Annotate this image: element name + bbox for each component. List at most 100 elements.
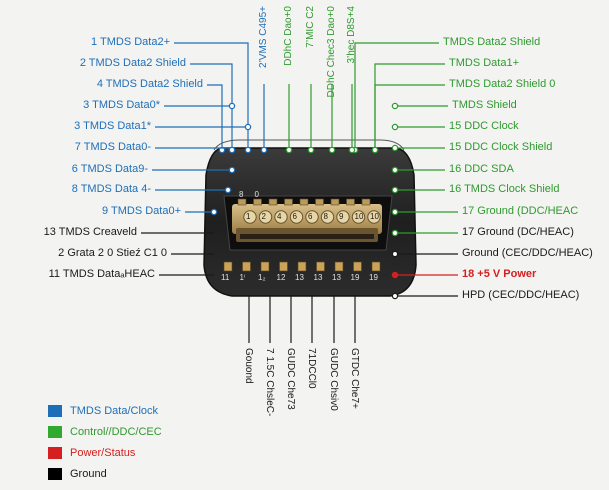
legend-label: TMDS Data/Clock [70, 405, 159, 417]
top-pin [237, 198, 247, 206]
top-pin [299, 198, 309, 206]
right-lead-dot [391, 166, 399, 174]
legend-item: TMDS Data/Clock [48, 405, 158, 417]
legend-item: Power/Status [48, 447, 135, 459]
top-pin [330, 198, 340, 206]
front-pin [305, 210, 319, 224]
top-pin-label: 7’MIC C2 [305, 6, 316, 48]
right-pin-label: 17 Ground (DC/HEAC) [462, 226, 574, 238]
top-lead-dot [307, 146, 315, 154]
top-pin [284, 198, 293, 206]
right-pin-label: TMDS Data1+ [449, 57, 519, 69]
left-lead-line [174, 42, 249, 150]
bottom-pin [334, 261, 344, 272]
bottom-pin-number: 11 [221, 273, 230, 282]
bottom-pin-label: GUDC Chsiv0 [328, 348, 339, 411]
legend-label: Ground [70, 468, 107, 480]
bottom-pin [279, 261, 288, 272]
right-lead-dot [391, 229, 399, 237]
left-lead-dot [228, 102, 236, 110]
right-lead-dot [391, 292, 399, 300]
right-pin-label: TMDS Shield [452, 99, 517, 111]
front-pin-number: 6 [292, 212, 297, 221]
right-lead-dot [391, 271, 399, 279]
front-pin [274, 210, 288, 224]
right-lead-dot [391, 186, 399, 194]
bottom-pin-number: 19 [350, 273, 360, 282]
bottom-pin [242, 261, 251, 272]
connector-body [203, 139, 417, 297]
left-pin-label: 7 TMDS Data0- [74, 141, 151, 153]
legend-swatch [48, 468, 62, 480]
top-pin [315, 198, 324, 206]
top-lead-dot [285, 146, 293, 154]
front-pin [243, 210, 257, 224]
front-pin [289, 210, 304, 224]
legend-swatch [48, 447, 62, 459]
legend-item: Control//DDC/CEC [48, 426, 162, 438]
left-lead-line [190, 63, 233, 150]
left-pin-label: 9 TMDS Data0+ [102, 205, 181, 217]
left-lead-dot [228, 146, 236, 154]
bottom-pin-label: 7 1.5C ChsleC- [264, 348, 275, 417]
left-lead-dot [228, 166, 236, 174]
bottom-pin-number: 1ⁱ [239, 273, 246, 282]
front-pin [320, 210, 335, 224]
left-pin-label: 13 TMDS Creaveld [43, 226, 137, 238]
top-pin-number: 0 [254, 190, 259, 199]
right-pin-label: HPD (CEC/DDC/HEAC) [462, 289, 580, 301]
right-lead-dot [391, 144, 399, 152]
bottom-pin-number: 12 [276, 273, 286, 282]
front-pin-number: 6 [308, 212, 313, 221]
left-pin-label: 2 TMDS Data2 Shield [79, 57, 186, 69]
front-pin-number: 8 [323, 212, 328, 221]
bottom-pin-number: 13 [332, 273, 341, 282]
bottom-pin-label: GUDC Che73 [285, 348, 296, 410]
front-pin [258, 210, 273, 224]
lead-lines [141, 42, 458, 343]
left-lead-dot [210, 208, 218, 216]
front-pin [351, 210, 366, 224]
left-pin-label: 2 Grata 2 0 Stieź C1 0 [58, 247, 167, 259]
right-lead-dot [371, 146, 379, 154]
front-pin-number: 1 [246, 212, 251, 221]
bottom-pin-number: 13 [313, 273, 323, 282]
bottom-pin-label: GTDC Che7+ [349, 348, 360, 409]
right-pin-label: 15 DDC Clock Shield [449, 141, 553, 153]
top-pin-number: 8 [239, 190, 244, 199]
right-pin-label: 16 DDC SDA [449, 163, 514, 175]
bottom-pin [223, 261, 233, 272]
bottom-pin [353, 261, 362, 272]
bottom-pin [371, 261, 381, 272]
left-pin-label: 3 TMDS Data1* [74, 120, 151, 132]
right-pin-label: TMDS Data2 Shield 0 [449, 78, 556, 90]
bottom-pin-number: 1₂ [258, 273, 266, 282]
left-lead-line [207, 84, 223, 150]
top-lead-dot [260, 146, 268, 154]
left-pin-label: 3 TMDS Data0* [83, 99, 160, 111]
right-lead-line [374, 63, 445, 150]
legend-label: Power/Status [70, 447, 136, 459]
bottom-pin-label: Gouond [243, 348, 254, 384]
top-pin [268, 198, 278, 206]
right-lead-dot [391, 123, 399, 131]
left-pin-label: 4 TMDS Data2 Shield [96, 78, 203, 90]
top-pin [346, 198, 355, 206]
right-lead-line [374, 84, 445, 150]
right-lead-dot [391, 208, 399, 216]
right-pin-label: Ground (CEC/DDC/HEAC) [462, 247, 593, 259]
left-pin-label: 1 TMDS Data2+ [91, 36, 170, 48]
left-lead-dot [224, 186, 232, 194]
front-pin [336, 210, 350, 224]
front-pin-number: 10 [354, 212, 364, 221]
right-pin-label: 16 TMDS Clock Shield [449, 183, 560, 195]
left-pin-label: 8 TMDS Data 4- [71, 183, 151, 195]
top-pin-label: DDhC Chec3 Dao+0 [326, 6, 337, 98]
top-pin-label: DDhC Dao+0 [283, 6, 294, 66]
legend-swatch [48, 426, 62, 438]
bottom-pin-number: 13 [295, 273, 304, 282]
legend-label: Control//DDC/CEC [70, 426, 162, 438]
top-lead-dot [348, 146, 356, 154]
front-pin [367, 210, 381, 224]
